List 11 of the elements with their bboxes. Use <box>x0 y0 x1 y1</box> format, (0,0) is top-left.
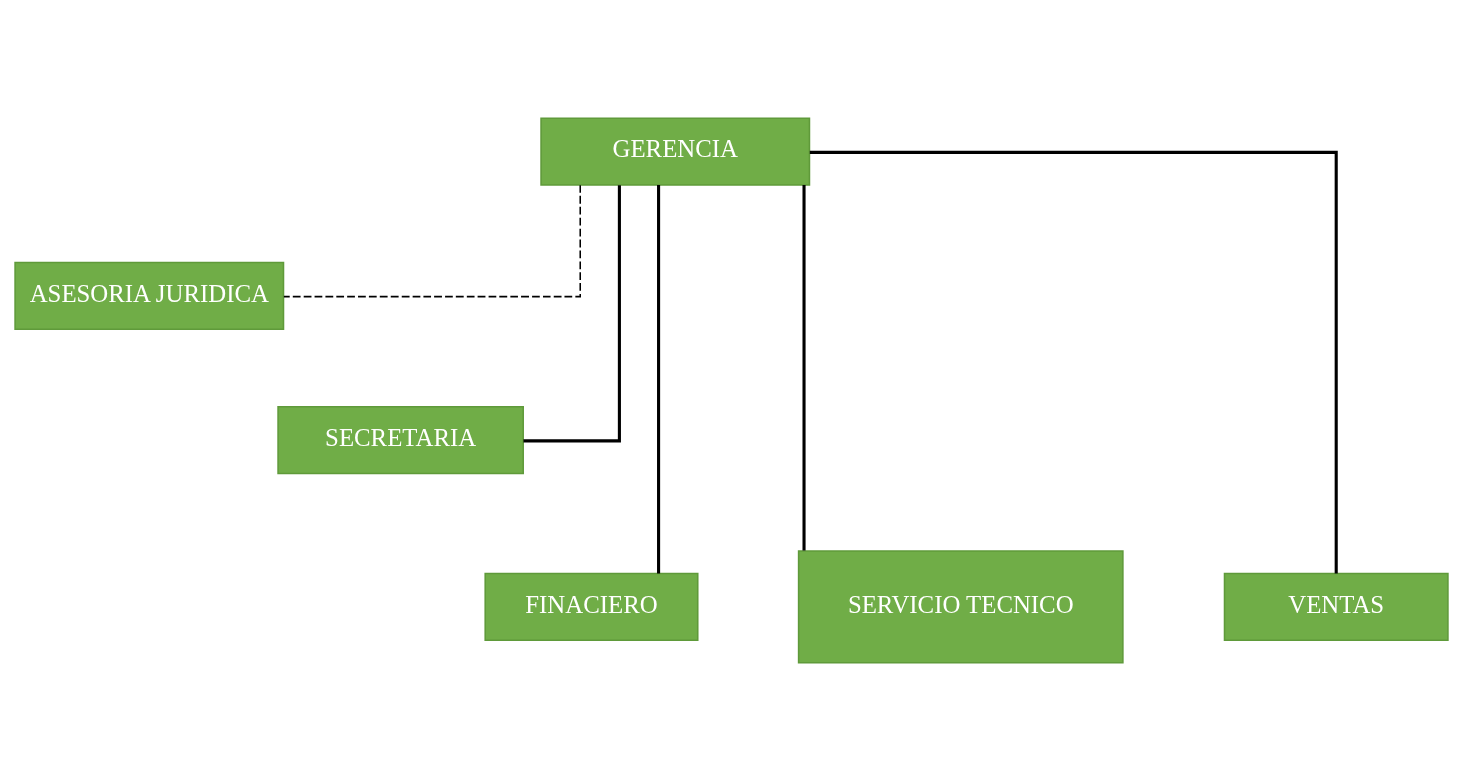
node-box: VENTAS <box>1223 572 1449 641</box>
node-box: GERENCIA <box>540 116 811 186</box>
connector <box>809 150 1338 573</box>
connector <box>523 184 621 442</box>
node-box: FINACIERO <box>484 572 699 641</box>
connector <box>657 184 661 573</box>
connector <box>283 183 581 297</box>
node-box: SERVICIO TECNICO <box>797 549 1124 664</box>
node-box: ASESORIA JURIDICA <box>14 261 285 330</box>
node-box: SECRETARIA <box>277 405 524 474</box>
connector <box>802 184 806 551</box>
